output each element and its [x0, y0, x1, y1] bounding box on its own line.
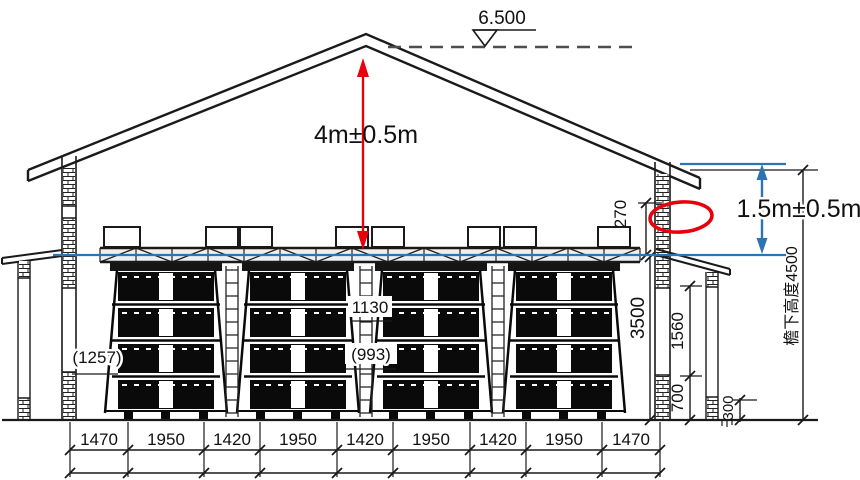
right-lean-to-roof — [655, 248, 731, 276]
aisle-ladder — [359, 266, 373, 417]
cage-stack-1 — [103, 263, 229, 419]
aisle-ladders — [225, 266, 505, 417]
aisle-ladder — [491, 266, 505, 417]
feed-hopper-box — [597, 226, 631, 248]
ridge-height-label: 4m±0.5m — [314, 121, 418, 149]
feed-hopper-box — [205, 226, 239, 248]
feed-hopper-box — [467, 226, 501, 248]
bottom-dim-label: 1420 — [213, 430, 251, 449]
left-gap-label: (1257) — [72, 348, 121, 367]
elevation-marker — [471, 29, 536, 48]
bottom-dim-label: 1470 — [612, 430, 650, 449]
left-lean-to-roof — [1, 249, 63, 265]
dim-300-label: 300 — [720, 395, 737, 420]
bottom-dimension-chain: 1470 1950 1420 1950 1420 1950 1420 1950 … — [64, 422, 666, 479]
feed-hopper-box — [239, 226, 273, 248]
left-lean-to-post — [17, 261, 31, 420]
dim-700-label: 700 — [668, 384, 687, 412]
feed-hopper-box — [503, 226, 537, 248]
cage-stack-2 — [235, 263, 361, 419]
feed-hopper-box — [103, 226, 141, 248]
eave-gap-arrow — [756, 164, 768, 254]
dim-3500-label: 3500 — [628, 297, 649, 339]
bottom-dim-label: 1470 — [80, 430, 118, 449]
right-lean-to-post — [705, 272, 719, 420]
eave-gap-label: 1.5m±0.5m — [737, 195, 860, 223]
bottom-dim-label: 1950 — [147, 430, 185, 449]
right-dimensions: 270 3500 1560 700 300 檐下高度4500 — [611, 164, 818, 427]
aisle-width-upper-label: 1130 — [352, 298, 389, 317]
dim-270-label: 270 — [611, 200, 630, 228]
bottom-dim-label: 1950 — [545, 430, 583, 449]
elevation-label: 6.500 — [478, 8, 526, 29]
bottom-dim-label: 1950 — [279, 430, 317, 449]
feed-hopper-box — [371, 226, 405, 248]
ridge-height-arrow — [357, 58, 369, 250]
eave-height-label: 檐下高度4500 — [783, 246, 801, 346]
dim-1560-label: 1560 — [668, 312, 687, 350]
blue-datum-annotations — [53, 162, 786, 257]
interior-dimensions: (1257) 1130 (993) — [70, 296, 397, 375]
aisle-ladder — [225, 266, 239, 417]
bottom-dim-label: 1420 — [479, 430, 517, 449]
highlight-ellipse — [648, 200, 714, 234]
right-wall — [654, 162, 671, 420]
bottom-dim-label: 1420 — [346, 430, 384, 449]
feed-hopper-boxes — [103, 226, 631, 248]
left-wall — [61, 156, 77, 420]
gable-roof — [26, 32, 702, 191]
aisle-width-lower-label: (993) — [351, 345, 391, 364]
cage-stack-4 — [501, 263, 627, 419]
cage-stack-3 — [368, 263, 494, 419]
bottom-dim-label: 1950 — [412, 430, 450, 449]
